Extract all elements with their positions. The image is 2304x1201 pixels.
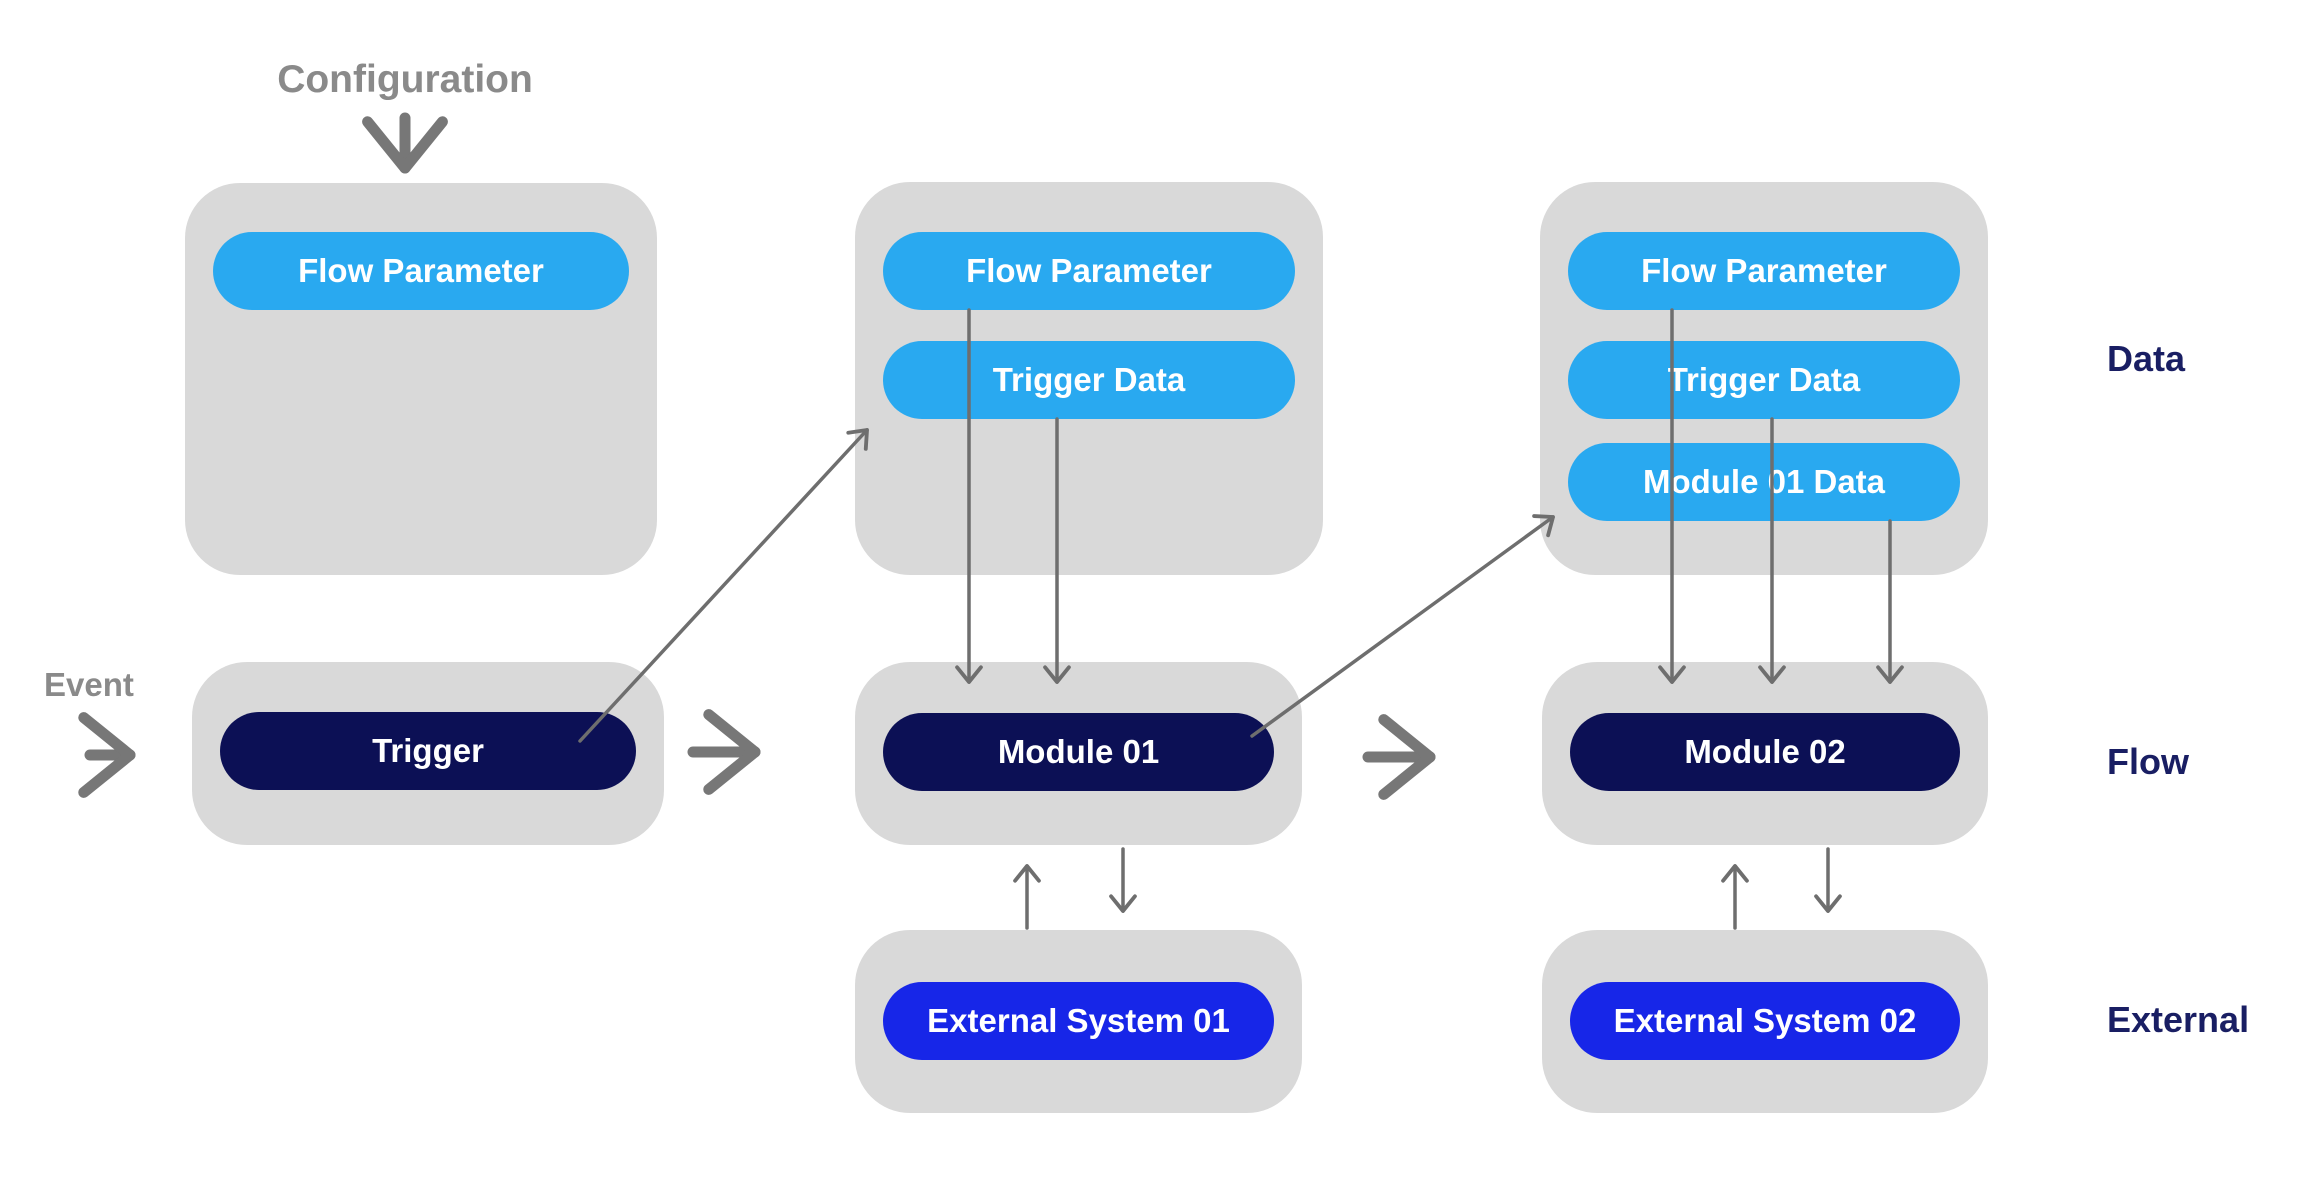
event-label: Event [44, 666, 134, 703]
lane-label-flow: Flow [2107, 741, 2189, 782]
stage2-flow-parameter-pill: Flow Parameter [883, 232, 1295, 310]
stage3-trigger-data-pill: Trigger Data [1568, 341, 1960, 419]
stage2-trigger-data-pill: Trigger Data [883, 341, 1295, 419]
lane-label-external: External [2107, 999, 2250, 1040]
external-system02-pill: External System 02 [1570, 982, 1960, 1060]
stage3-module01-data-pill: Module 01 Data [1568, 443, 1960, 521]
stage3-flow-parameter-pill: Flow Parameter [1568, 232, 1960, 310]
lane-label-data: Data [2107, 338, 2186, 379]
stage1-flow-parameter-pill: Flow Parameter [213, 232, 629, 310]
module01-pill: Module 01 [883, 713, 1274, 791]
module02-pill: Module 02 [1570, 713, 1960, 791]
trigger-pill: Trigger [220, 712, 636, 790]
external-system01-pill: External System 01 [883, 982, 1274, 1060]
configuration-label: Configuration [277, 58, 533, 101]
